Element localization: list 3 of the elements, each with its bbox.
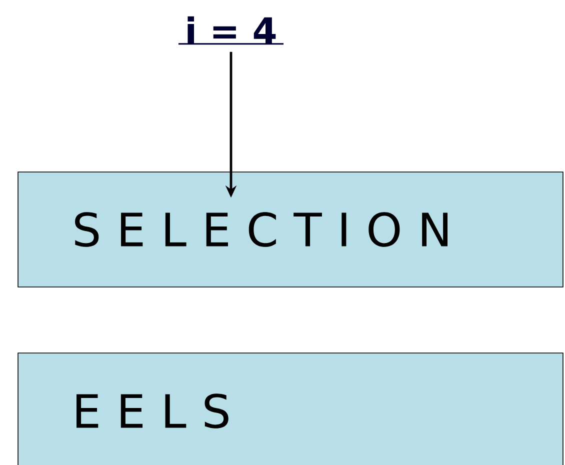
index-label: i = 4 [178, 16, 284, 45]
array-box: S E L E C T I O N [18, 172, 564, 288]
array-box: E E L S [18, 352, 564, 465]
